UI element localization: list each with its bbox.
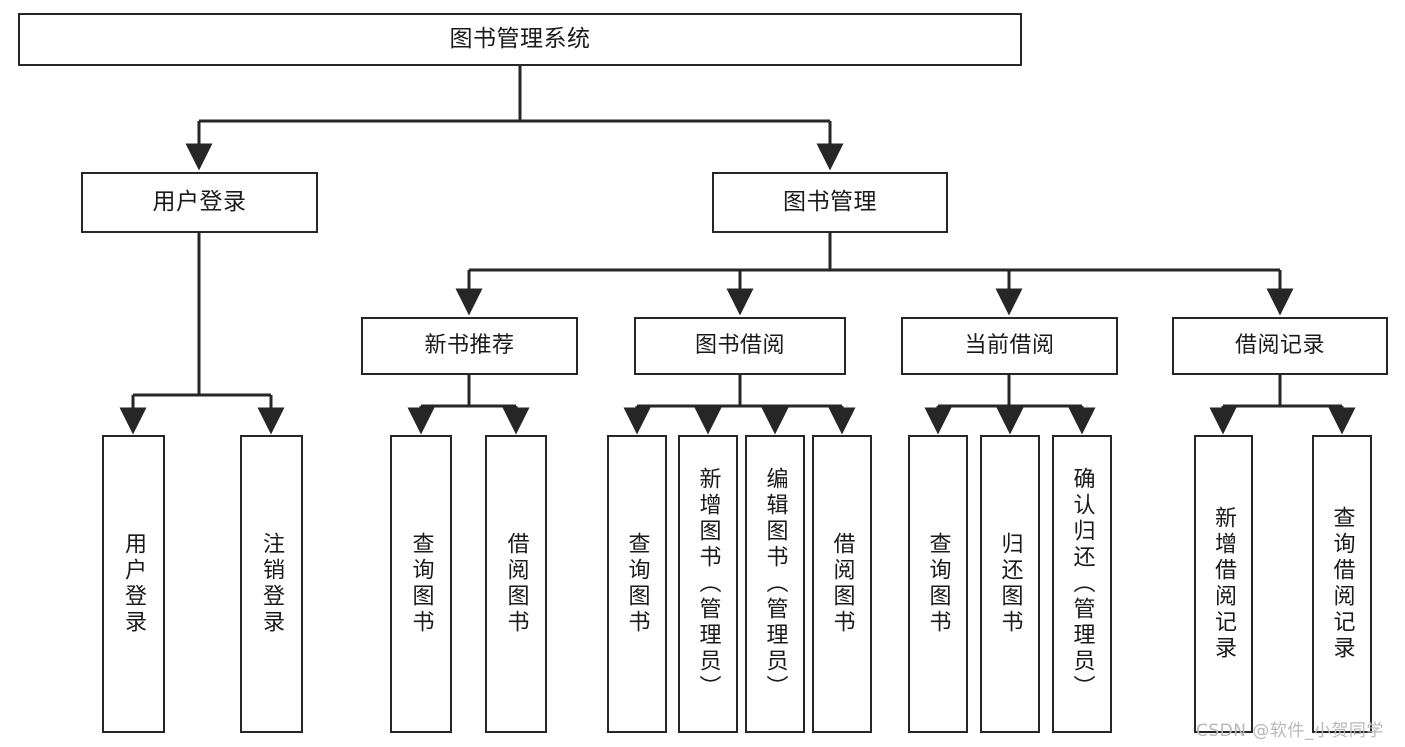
node-borrow-record[interactable]: 借阅记录 [1172,317,1388,375]
leaf-node-label: 查询图书 [624,532,650,636]
leaf-node[interactable]: 新增图书（管理员） [678,435,738,733]
node-root[interactable]: 图书管理系统 [18,13,1022,66]
watermark: CSDN @软件_小贺同学 [1196,721,1384,741]
leaf-node-label: 确认归还（管理员） [1069,467,1095,701]
node-user-login-label: 用户登录 [152,188,247,215]
leaf-node-label: 注销登录 [259,532,285,636]
node-current-borrow-label: 当前借阅 [964,333,1055,359]
leaf-node[interactable]: 借阅图书 [485,435,547,733]
leaf-node-label: 编辑图书（管理员） [762,467,788,701]
node-book-management[interactable]: 图书管理 [712,172,948,233]
leaf-node[interactable]: 查询图书 [390,435,452,733]
node-new-book-recommend[interactable]: 新书推荐 [361,317,578,375]
leaf-node-label: 查询图书 [925,532,951,636]
node-user-login[interactable]: 用户登录 [81,172,318,233]
leaf-node-label: 新增图书（管理员） [695,467,721,701]
leaf-node-label: 查询借阅记录 [1329,506,1355,662]
leaf-node-label: 新增借阅记录 [1211,506,1237,662]
leaf-node[interactable]: 用户登录 [102,435,165,733]
leaf-node-label: 查询图书 [408,532,434,636]
leaf-node-label: 借阅图书 [503,532,529,636]
node-new-book-recommend-label: 新书推荐 [424,333,515,359]
leaf-node[interactable]: 归还图书 [980,435,1040,733]
leaf-node[interactable]: 查询借阅记录 [1312,435,1372,733]
leaf-node-label: 归还图书 [997,532,1023,636]
node-book-borrow-label: 图书借阅 [694,333,785,359]
node-book-management-label: 图书管理 [783,188,877,215]
node-current-borrow[interactable]: 当前借阅 [901,317,1118,375]
leaf-node[interactable]: 查询图书 [607,435,667,733]
leaf-node-label: 用户登录 [121,532,147,636]
leaf-node[interactable]: 查询图书 [908,435,968,733]
leaf-node[interactable]: 借阅图书 [812,435,872,733]
leaf-node[interactable]: 新增借阅记录 [1194,435,1253,733]
node-borrow-record-label: 借阅记录 [1234,333,1325,359]
leaf-node[interactable]: 注销登录 [240,435,303,733]
leaf-node[interactable]: 确认归还（管理员） [1052,435,1112,733]
node-root-label: 图书管理系统 [449,25,591,52]
node-book-borrow[interactable]: 图书借阅 [634,317,846,375]
leaf-node[interactable]: 编辑图书（管理员） [745,435,805,733]
leaf-node-label: 借阅图书 [829,532,855,636]
